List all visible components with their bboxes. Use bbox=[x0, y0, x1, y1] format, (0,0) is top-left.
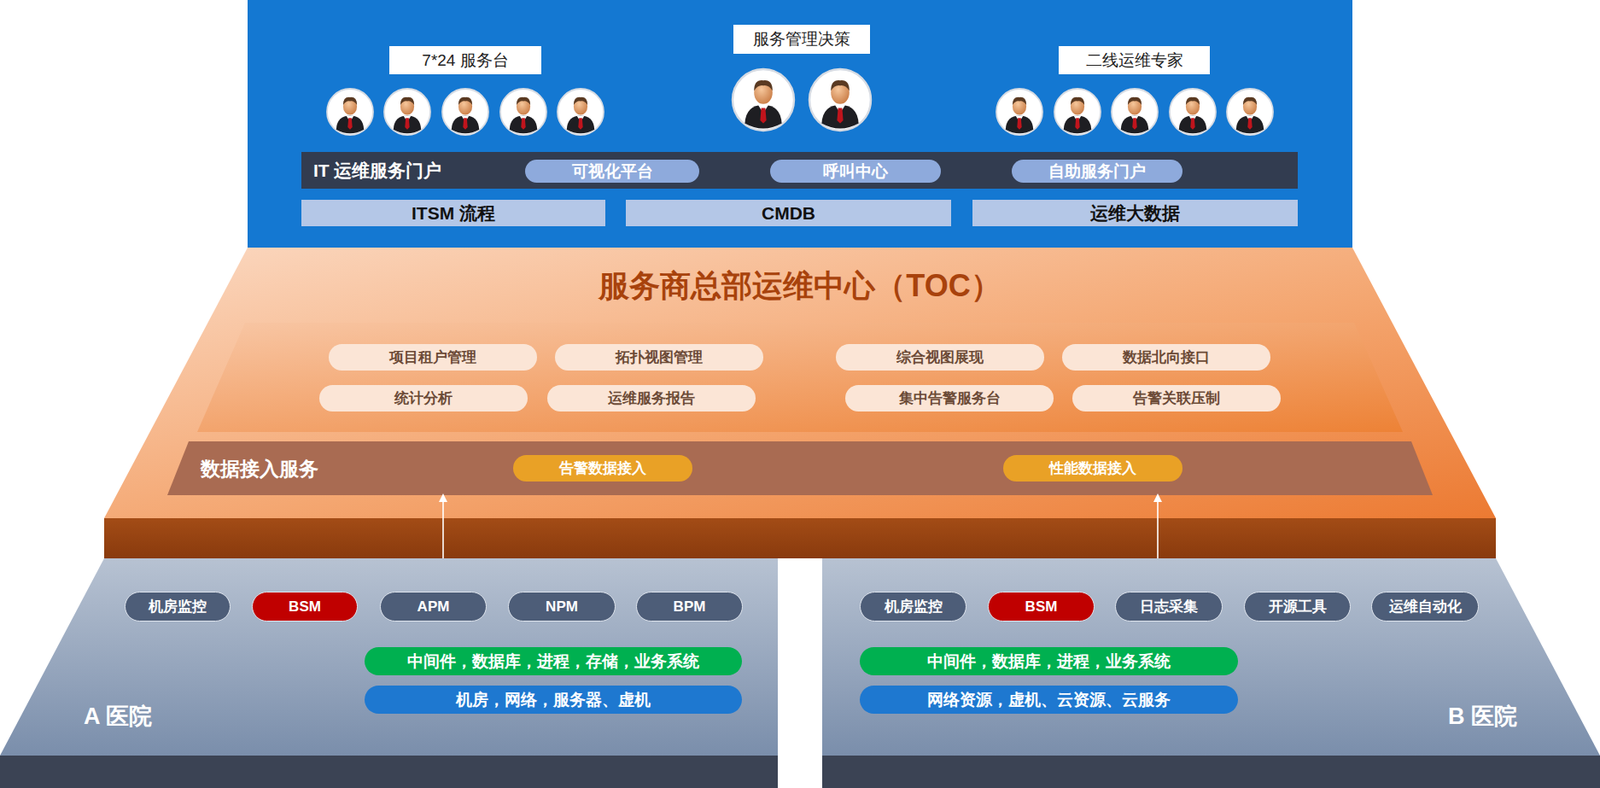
portal-pill: 可视化平台 bbox=[525, 159, 700, 183]
node-text: 中间件，数据库，进程，存储，业务系统 bbox=[407, 650, 700, 673]
node-text: CMDB bbox=[761, 203, 816, 224]
node-text: 机房监控 bbox=[148, 596, 207, 617]
node-text: 拓扑视图管理 bbox=[615, 340, 703, 375]
node-text: 综合视图展现 bbox=[896, 340, 984, 375]
resource-bar: 中间件，数据库，进程，存储，业务系统 bbox=[364, 647, 742, 676]
node-text: 统计分析 bbox=[394, 381, 453, 416]
outline-shape bbox=[167, 441, 1433, 496]
node-text: 告警数据接入 bbox=[559, 451, 647, 486]
node-text: BSM bbox=[1025, 598, 1058, 616]
node-text: B 医院 bbox=[1448, 700, 1518, 732]
function-pill: 告警关联压制 bbox=[1072, 385, 1281, 412]
tool-pill: 运维自动化 bbox=[1371, 591, 1479, 622]
outline-shape bbox=[197, 322, 1403, 433]
node-text: 可视化平台 bbox=[572, 160, 654, 183]
role-label: 服务管理决策 bbox=[733, 24, 871, 54]
outline-shape bbox=[104, 247, 1496, 519]
access-pill: 性能数据接入 bbox=[1003, 455, 1183, 482]
tool-pill: 机房监控 bbox=[124, 591, 231, 622]
resource-bar: 机房，网络，服务器、虚机 bbox=[364, 685, 742, 714]
tool-pill: 机房监控 bbox=[859, 591, 967, 622]
node-text: 服务商总部运维中心（TOC） bbox=[598, 268, 1001, 304]
node-text: 二线运维专家 bbox=[1086, 49, 1184, 72]
node-text: APM bbox=[417, 598, 450, 616]
node-text: 日志采集 bbox=[1139, 596, 1198, 617]
function-pill: 项目租户管理 bbox=[328, 344, 538, 371]
node-text: 中间件，数据库，进程，业务系统 bbox=[927, 650, 1171, 673]
data-flow-arrow bbox=[442, 495, 444, 559]
tool-pill: BSM bbox=[987, 591, 1095, 622]
node-text: 项目租户管理 bbox=[389, 340, 477, 375]
node-text: 运维服务报告 bbox=[607, 381, 695, 416]
node-text: A 医院 bbox=[83, 700, 152, 732]
role-label: 二线运维专家 bbox=[1058, 46, 1210, 75]
function-pill: 拓扑视图管理 bbox=[554, 344, 764, 371]
node-text: 告警关联压制 bbox=[1132, 381, 1221, 416]
role-label: 7*24 服务台 bbox=[389, 46, 542, 75]
function-pill: 运维服务报告 bbox=[547, 385, 756, 412]
node-text: 网络资源，虚机、云资源、云服务 bbox=[927, 689, 1171, 712]
toc-platform: 服务商总部运维中心（TOC）项目租户管理拓扑视图管理综合视图展现数据北向接口统计… bbox=[104, 247, 1496, 559]
access-pill: 告警数据接入 bbox=[513, 455, 693, 482]
node-text: ITSM 流程 bbox=[411, 201, 496, 226]
node-text: 机房监控 bbox=[884, 596, 943, 617]
node-text: 自助服务门户 bbox=[1048, 160, 1146, 183]
tool-pill: 开源工具 bbox=[1243, 591, 1351, 622]
tool-pill: 日志采集 bbox=[1115, 591, 1223, 622]
hospital-panel: B 医院 机房监控 BSM 日志采集 开源工具 运维自动化中间件，数据库，进程，业务系统网… bbox=[822, 558, 1600, 756]
node-text: NPM bbox=[545, 598, 579, 616]
function-pill: 数据北向接口 bbox=[1062, 344, 1271, 371]
node-text: 性能数据接入 bbox=[1049, 451, 1137, 486]
data-flow-arrow bbox=[1156, 495, 1159, 559]
module-bar: ITSM 流程 bbox=[301, 199, 606, 227]
tool-pill: APM bbox=[379, 591, 487, 622]
outline-shape bbox=[822, 558, 1600, 756]
node-text: 集中告警服务台 bbox=[899, 381, 1001, 416]
function-pill: 统计分析 bbox=[319, 385, 528, 412]
node-text: 运维自动化 bbox=[1389, 596, 1462, 617]
portal-pill: 自助服务门户 bbox=[1011, 159, 1183, 183]
function-pill: 集中告警服务台 bbox=[845, 385, 1054, 412]
node-text: 开源工具 bbox=[1268, 596, 1327, 617]
node-text: 机房，网络，服务器、虚机 bbox=[455, 689, 651, 712]
node-text: BPM bbox=[673, 598, 707, 616]
hospital-panel: A 医院 机房监控 BSM APM NPM BPM 中间件，数据库，进程，存储，业务系统机房… bbox=[0, 558, 778, 756]
node-text: 运维大数据 bbox=[1090, 201, 1180, 226]
tool-pill: NPM bbox=[508, 591, 616, 622]
tool-pill: BSM bbox=[251, 591, 358, 622]
node-text: 呼叫中心 bbox=[823, 160, 888, 183]
node-text: 数据北向接口 bbox=[1122, 340, 1210, 375]
outline-shape bbox=[0, 558, 778, 756]
resource-bar: 网络资源，虚机、云资源、云服务 bbox=[859, 685, 1238, 714]
outline-shape bbox=[104, 518, 1496, 559]
tool-pill: BPM bbox=[636, 591, 743, 622]
node-text: 7*24 服务台 bbox=[421, 49, 509, 72]
function-pill: 综合视图展现 bbox=[835, 344, 1045, 371]
node-outline bbox=[167, 441, 1433, 496]
node-text: IT 运维服务门户 bbox=[313, 158, 443, 183]
module-bar: CMDB bbox=[625, 199, 952, 227]
node-text: 服务管理决策 bbox=[753, 28, 851, 51]
portal-pill: 呼叫中心 bbox=[770, 159, 941, 183]
node-text: BSM bbox=[288, 598, 322, 616]
data-access-band: 数据接入服务 告警数据接入 性能数据接入 bbox=[167, 441, 1433, 496]
node-text: 数据接入服务 bbox=[200, 451, 319, 486]
portal-bar: IT 运维服务门户 可视化平台 呼叫中心 自助服务门户 bbox=[301, 151, 1298, 189]
module-bar: 运维大数据 bbox=[972, 199, 1298, 227]
resource-bar: 中间件，数据库，进程，业务系统 bbox=[859, 647, 1238, 676]
